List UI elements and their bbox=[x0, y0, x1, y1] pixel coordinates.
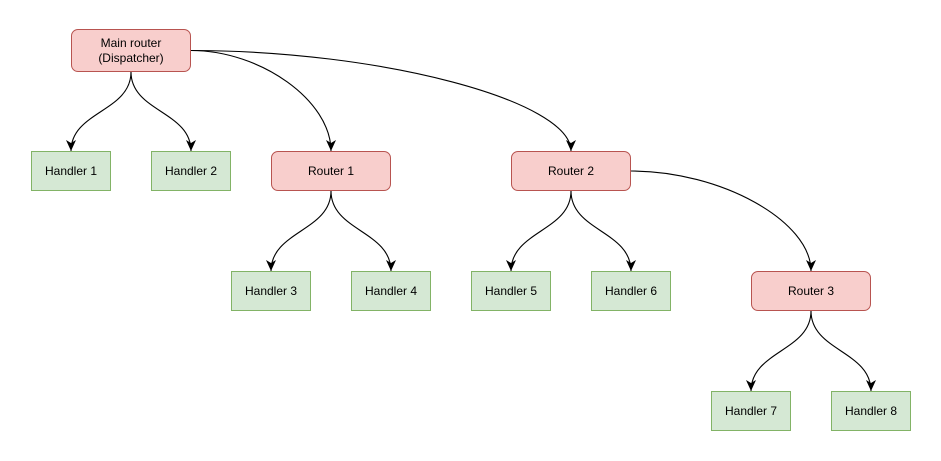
node-label: Handler 6 bbox=[604, 283, 658, 298]
node-label: Handler 2 bbox=[164, 163, 218, 178]
node-label: Main router (Dispatcher) bbox=[98, 35, 164, 65]
node-label: Router 3 bbox=[787, 283, 835, 298]
node-router-2: Router 2 bbox=[511, 151, 631, 191]
edge-main-router-to-handler-1 bbox=[66, 71, 132, 152]
node-label: Router 2 bbox=[547, 163, 595, 178]
node-handler-4: Handler 4 bbox=[351, 271, 431, 311]
node-handler-7: Handler 7 bbox=[711, 391, 791, 431]
edge-main-router-to-handler-2 bbox=[130, 71, 196, 152]
edge-main-router-to-router-1 bbox=[190, 49, 336, 152]
node-handler-8: Handler 8 bbox=[831, 391, 911, 431]
node-handler-2: Handler 2 bbox=[151, 151, 231, 191]
node-router-1: Router 1 bbox=[271, 151, 391, 191]
node-label: Handler 3 bbox=[244, 283, 298, 298]
edge-main-router-to-router-2 bbox=[190, 49, 576, 152]
edge-router-1-to-handler-4 bbox=[330, 190, 396, 272]
edge-router-1-to-handler-3 bbox=[266, 190, 332, 272]
node-handler-1: Handler 1 bbox=[31, 151, 111, 191]
node-handler-6: Handler 6 bbox=[591, 271, 671, 311]
edge-router-2-to-router-3 bbox=[630, 170, 816, 272]
edge-router-3-to-handler-8 bbox=[810, 310, 876, 392]
node-label: Handler 1 bbox=[44, 163, 98, 178]
node-handler-3: Handler 3 bbox=[231, 271, 311, 311]
edge-router-3-to-handler-7 bbox=[746, 310, 812, 392]
node-label: Handler 5 bbox=[484, 283, 538, 298]
node-label: Handler 8 bbox=[844, 403, 898, 418]
node-label: Router 1 bbox=[307, 163, 355, 178]
edge-router-2-to-handler-6 bbox=[570, 190, 636, 272]
node-label: Handler 4 bbox=[364, 283, 418, 298]
edge-router-2-to-handler-5 bbox=[506, 190, 572, 272]
node-label: Handler 7 bbox=[724, 403, 778, 418]
node-router-3: Router 3 bbox=[751, 271, 871, 311]
node-main-router: Main router (Dispatcher) bbox=[71, 29, 191, 72]
node-handler-5: Handler 5 bbox=[471, 271, 551, 311]
